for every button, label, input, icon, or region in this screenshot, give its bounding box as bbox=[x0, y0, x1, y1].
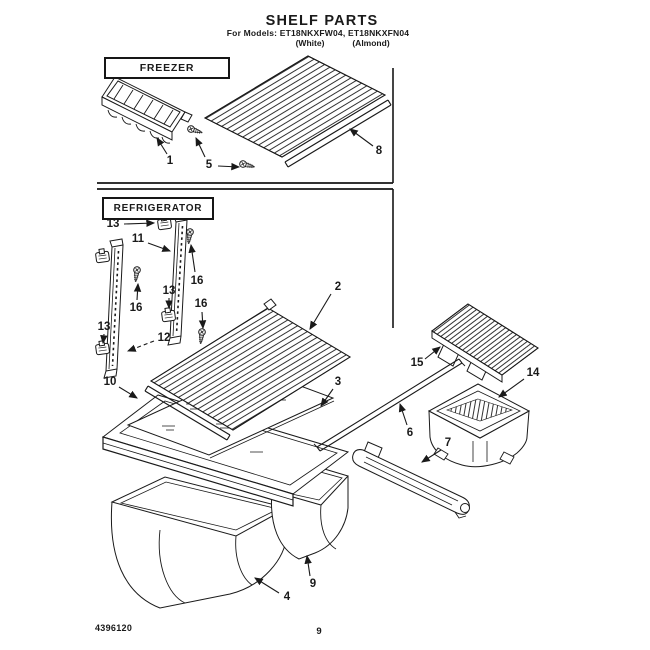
arrow-part-14 bbox=[498, 378, 525, 398]
drawer-support-rail bbox=[352, 441, 470, 519]
shelf-support-rail-11 bbox=[167, 213, 188, 346]
arrow-part-16a bbox=[188, 243, 196, 273]
refrigerator-section-label: REFRIGERATOR bbox=[102, 197, 214, 220]
page-number: 9 bbox=[316, 626, 322, 637]
arrow-part-5b bbox=[217, 162, 241, 171]
section-borders bbox=[97, 68, 394, 328]
refrigerator-wire-shelf bbox=[144, 298, 351, 441]
callout-2: 2 bbox=[334, 281, 342, 293]
color-label-white: (White) bbox=[295, 38, 325, 48]
arrow-part-8 bbox=[349, 128, 374, 147]
callout-6: 6 bbox=[406, 427, 414, 439]
freezer-wire-shelf bbox=[203, 55, 392, 168]
arrow-part-9 bbox=[304, 554, 312, 577]
crisper-bin-left bbox=[110, 476, 289, 609]
callout-13c: 13 bbox=[97, 321, 111, 333]
arrow-part-6 bbox=[398, 402, 408, 426]
ice-cube-tray bbox=[101, 76, 193, 144]
models-line: For Models: ET18NKXFW04, ET18NKXFN04 bbox=[226, 28, 410, 38]
callout-13b: 13 bbox=[162, 285, 176, 297]
arrow-part-13c bbox=[100, 333, 108, 345]
callout-16c: 16 bbox=[194, 298, 208, 310]
arrow-part-3 bbox=[320, 388, 334, 407]
shelf-support-rail-12 bbox=[103, 238, 124, 379]
callout-14: 14 bbox=[526, 367, 540, 379]
callout-7: 7 bbox=[444, 437, 452, 449]
arrow-part-7 bbox=[421, 449, 442, 463]
callout-16b: 16 bbox=[129, 302, 143, 314]
arrow-part-4 bbox=[254, 577, 280, 594]
callout-4: 4 bbox=[283, 591, 291, 603]
callout-10: 10 bbox=[103, 376, 117, 388]
arrow-part-1 bbox=[156, 137, 168, 155]
shelf-trim-strip bbox=[313, 358, 466, 452]
callout-11: 11 bbox=[131, 233, 145, 245]
crisper-cover-shelf bbox=[431, 303, 539, 383]
document-number: 4396120 bbox=[95, 623, 133, 633]
callout-5: 5 bbox=[205, 159, 213, 171]
freezer-section-label: FREEZER bbox=[104, 57, 230, 79]
callout-3: 3 bbox=[334, 376, 342, 388]
arrow-part-10 bbox=[118, 386, 138, 399]
callout-13a: 13 bbox=[106, 218, 120, 230]
callout-8: 8 bbox=[375, 145, 383, 157]
callout-12: 12 bbox=[157, 332, 171, 344]
arrow-part-5a bbox=[195, 137, 206, 158]
callout-16a: 16 bbox=[190, 275, 204, 287]
arrow-part-12 bbox=[126, 340, 155, 352]
color-label-almond: (Almond) bbox=[352, 38, 390, 48]
arrow-part-16b bbox=[133, 282, 142, 301]
callout-15: 15 bbox=[410, 357, 424, 369]
callout-9: 9 bbox=[309, 578, 317, 590]
arrow-part-15 bbox=[424, 346, 441, 360]
page-title: SHELF PARTS bbox=[265, 13, 379, 29]
arrow-part-11 bbox=[147, 242, 172, 252]
meat-pan-drawer bbox=[427, 383, 531, 468]
callout-arrows bbox=[100, 128, 525, 594]
arrow-part-16c bbox=[198, 311, 207, 330]
arrow-part-13a bbox=[123, 219, 156, 227]
callout-1: 1 bbox=[166, 155, 174, 167]
arrow-part-2 bbox=[309, 293, 332, 330]
